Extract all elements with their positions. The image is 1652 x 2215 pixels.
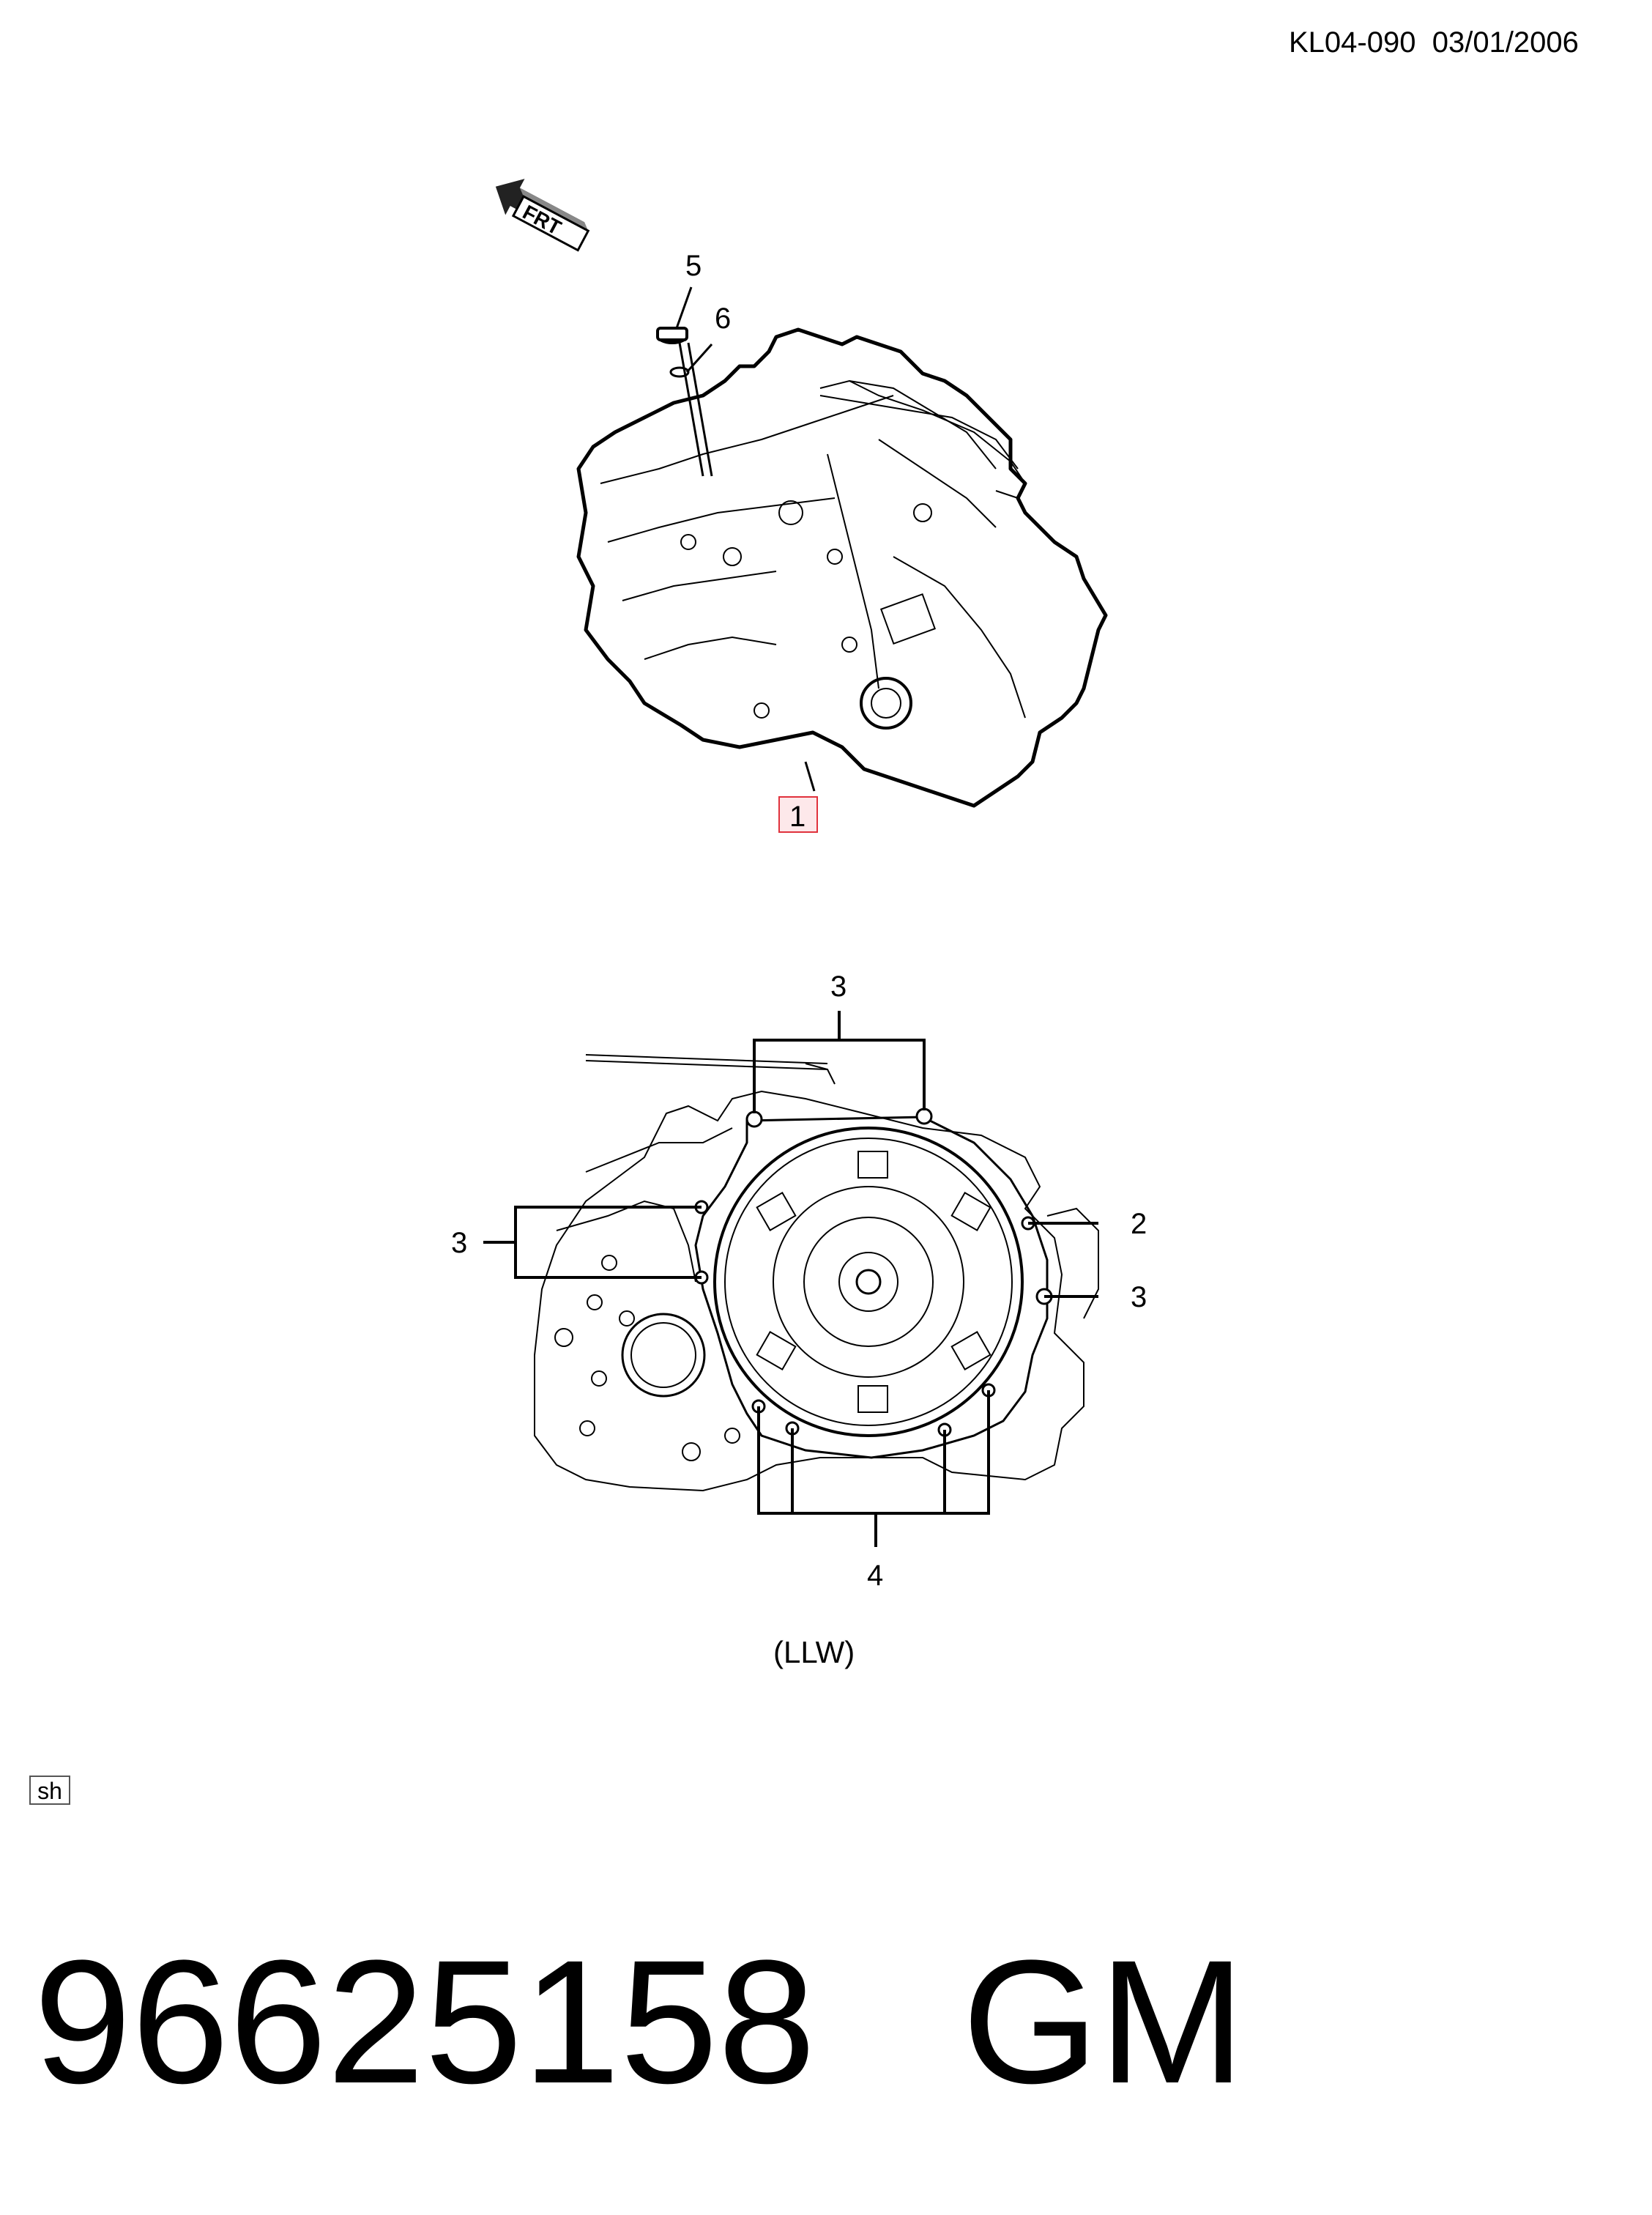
callout-3-top: 3: [830, 971, 847, 1003]
diagram-code: KL04-090: [1289, 26, 1416, 59]
top-leader-lines: [675, 286, 816, 792]
callout-3-right: 3: [1131, 1281, 1147, 1313]
variant-label: (LLW): [773, 1635, 855, 1669]
bellhousing-flange: [694, 1116, 1049, 1459]
bottom-leader-lines: [483, 1011, 1098, 1547]
diagram-date: 03/01/2006: [1432, 26, 1579, 59]
part-number: 96625158: [34, 1923, 816, 2120]
document-header: KL04-090 03/01/2006: [1289, 26, 1579, 59]
callout-6: 6: [715, 303, 731, 335]
sh-tag: sh: [29, 1776, 70, 1805]
filler-cap: [656, 327, 688, 344]
callout-5: 5: [685, 250, 702, 282]
bellhousing-view: [534, 1054, 1084, 1492]
callout-1-highlight: [778, 796, 818, 833]
callout-2-right: 2: [1131, 1208, 1147, 1240]
callout-1: 1: [789, 801, 805, 833]
callout-4-bottom: 4: [867, 1559, 883, 1592]
transmission-detail-lines: [600, 379, 1027, 730]
brand-name: GM: [961, 1923, 1246, 2120]
front-direction-marker: FRT: [495, 179, 590, 252]
torque-converter: [713, 1127, 1024, 1437]
side-housing-details: [554, 1207, 1099, 1461]
transmission-diagram: FRT 5: [451, 179, 1147, 1592]
transmission-assembly-illustration: [576, 327, 1108, 808]
callout-3-left: 3: [451, 1227, 467, 1259]
